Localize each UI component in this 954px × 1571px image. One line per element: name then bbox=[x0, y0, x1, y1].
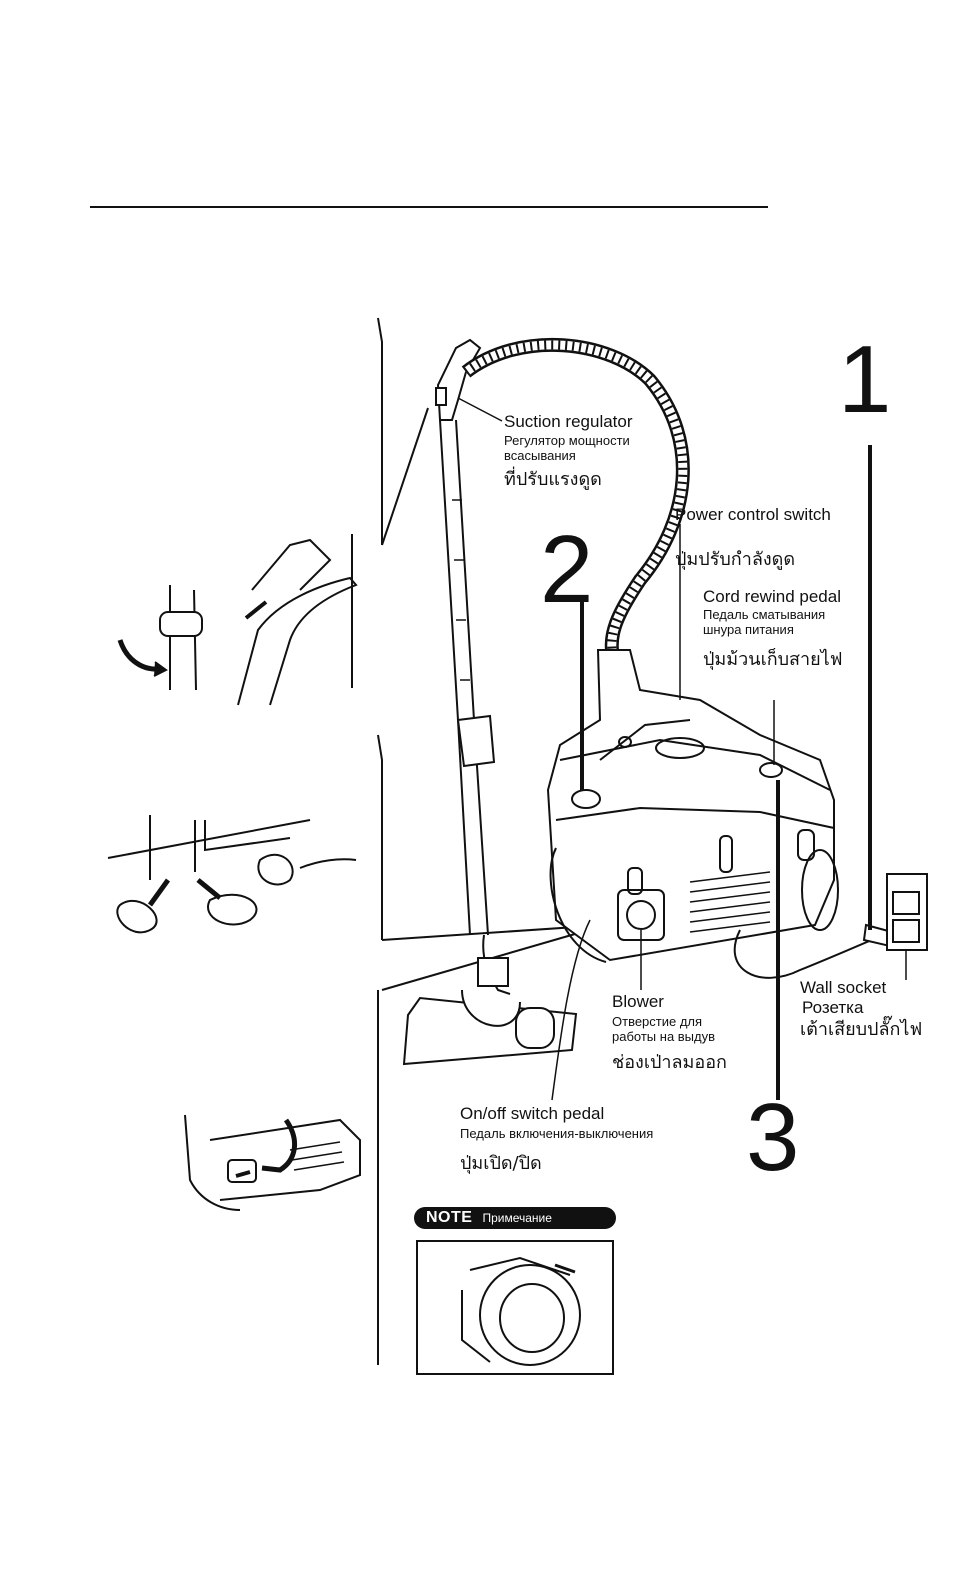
step-number-3: 3 bbox=[746, 1084, 800, 1191]
wall-socket-label-en: Wall socket bbox=[800, 978, 887, 997]
floor-blower-illustration bbox=[107, 815, 357, 934]
wall-socket-label-th: เต้าเสียบปลั๊กไฟ bbox=[800, 1019, 923, 1040]
cord-rewind-pedal-label-th: ปุ่มม้วนเก็บสายไฟ bbox=[703, 649, 843, 670]
wall-socket-label-ru: Розетка bbox=[802, 998, 864, 1017]
suction-regulator-label-en: Suction regulator bbox=[504, 412, 633, 431]
hose-grip-illustration bbox=[117, 534, 358, 706]
step-number-1: 1 bbox=[838, 326, 892, 433]
blower-label-en: Blower bbox=[612, 992, 664, 1011]
note-image-frame bbox=[416, 1240, 614, 1375]
onoff-switch-pedal-label-ru: Педаль включения-выключения bbox=[460, 1126, 654, 1141]
onoff-switch-pedal-label-th: ปุ่มเปิด/ปิด bbox=[460, 1153, 542, 1174]
cord-rewind-pedal-label-en: Cord rewind pedal bbox=[703, 587, 841, 606]
suction-regulator-label-th: ที่ปรับแรงดูด bbox=[504, 469, 602, 490]
blower-label-th: ช่องเป่าลมออก bbox=[612, 1052, 727, 1073]
note-label: NOTE bbox=[426, 1209, 473, 1226]
note-badge: NOTE Примечание bbox=[414, 1207, 616, 1229]
cord-rewind-pedal-label-ru: Педаль сматывания шнура питания bbox=[703, 607, 826, 637]
blower-label-ru: Отверстие для работы на выдув bbox=[612, 1014, 716, 1044]
step-number-2: 2 bbox=[540, 516, 594, 623]
header-rule bbox=[90, 206, 768, 208]
filter-illustration bbox=[461, 1256, 581, 1366]
note-label-ru: Примечание bbox=[482, 1211, 552, 1225]
power-control-switch-label-en: Power control switch bbox=[675, 505, 831, 524]
power-control-switch-label-th: ปุ่มปรับกำลังดูด bbox=[675, 549, 796, 570]
suction-regulator-label-ru: Регулятор мощности всасывания bbox=[504, 433, 630, 463]
onoff-switch-pedal-label-en: On/off switch pedal bbox=[460, 1104, 605, 1123]
cord-pedal-illustration bbox=[184, 1114, 361, 1211]
